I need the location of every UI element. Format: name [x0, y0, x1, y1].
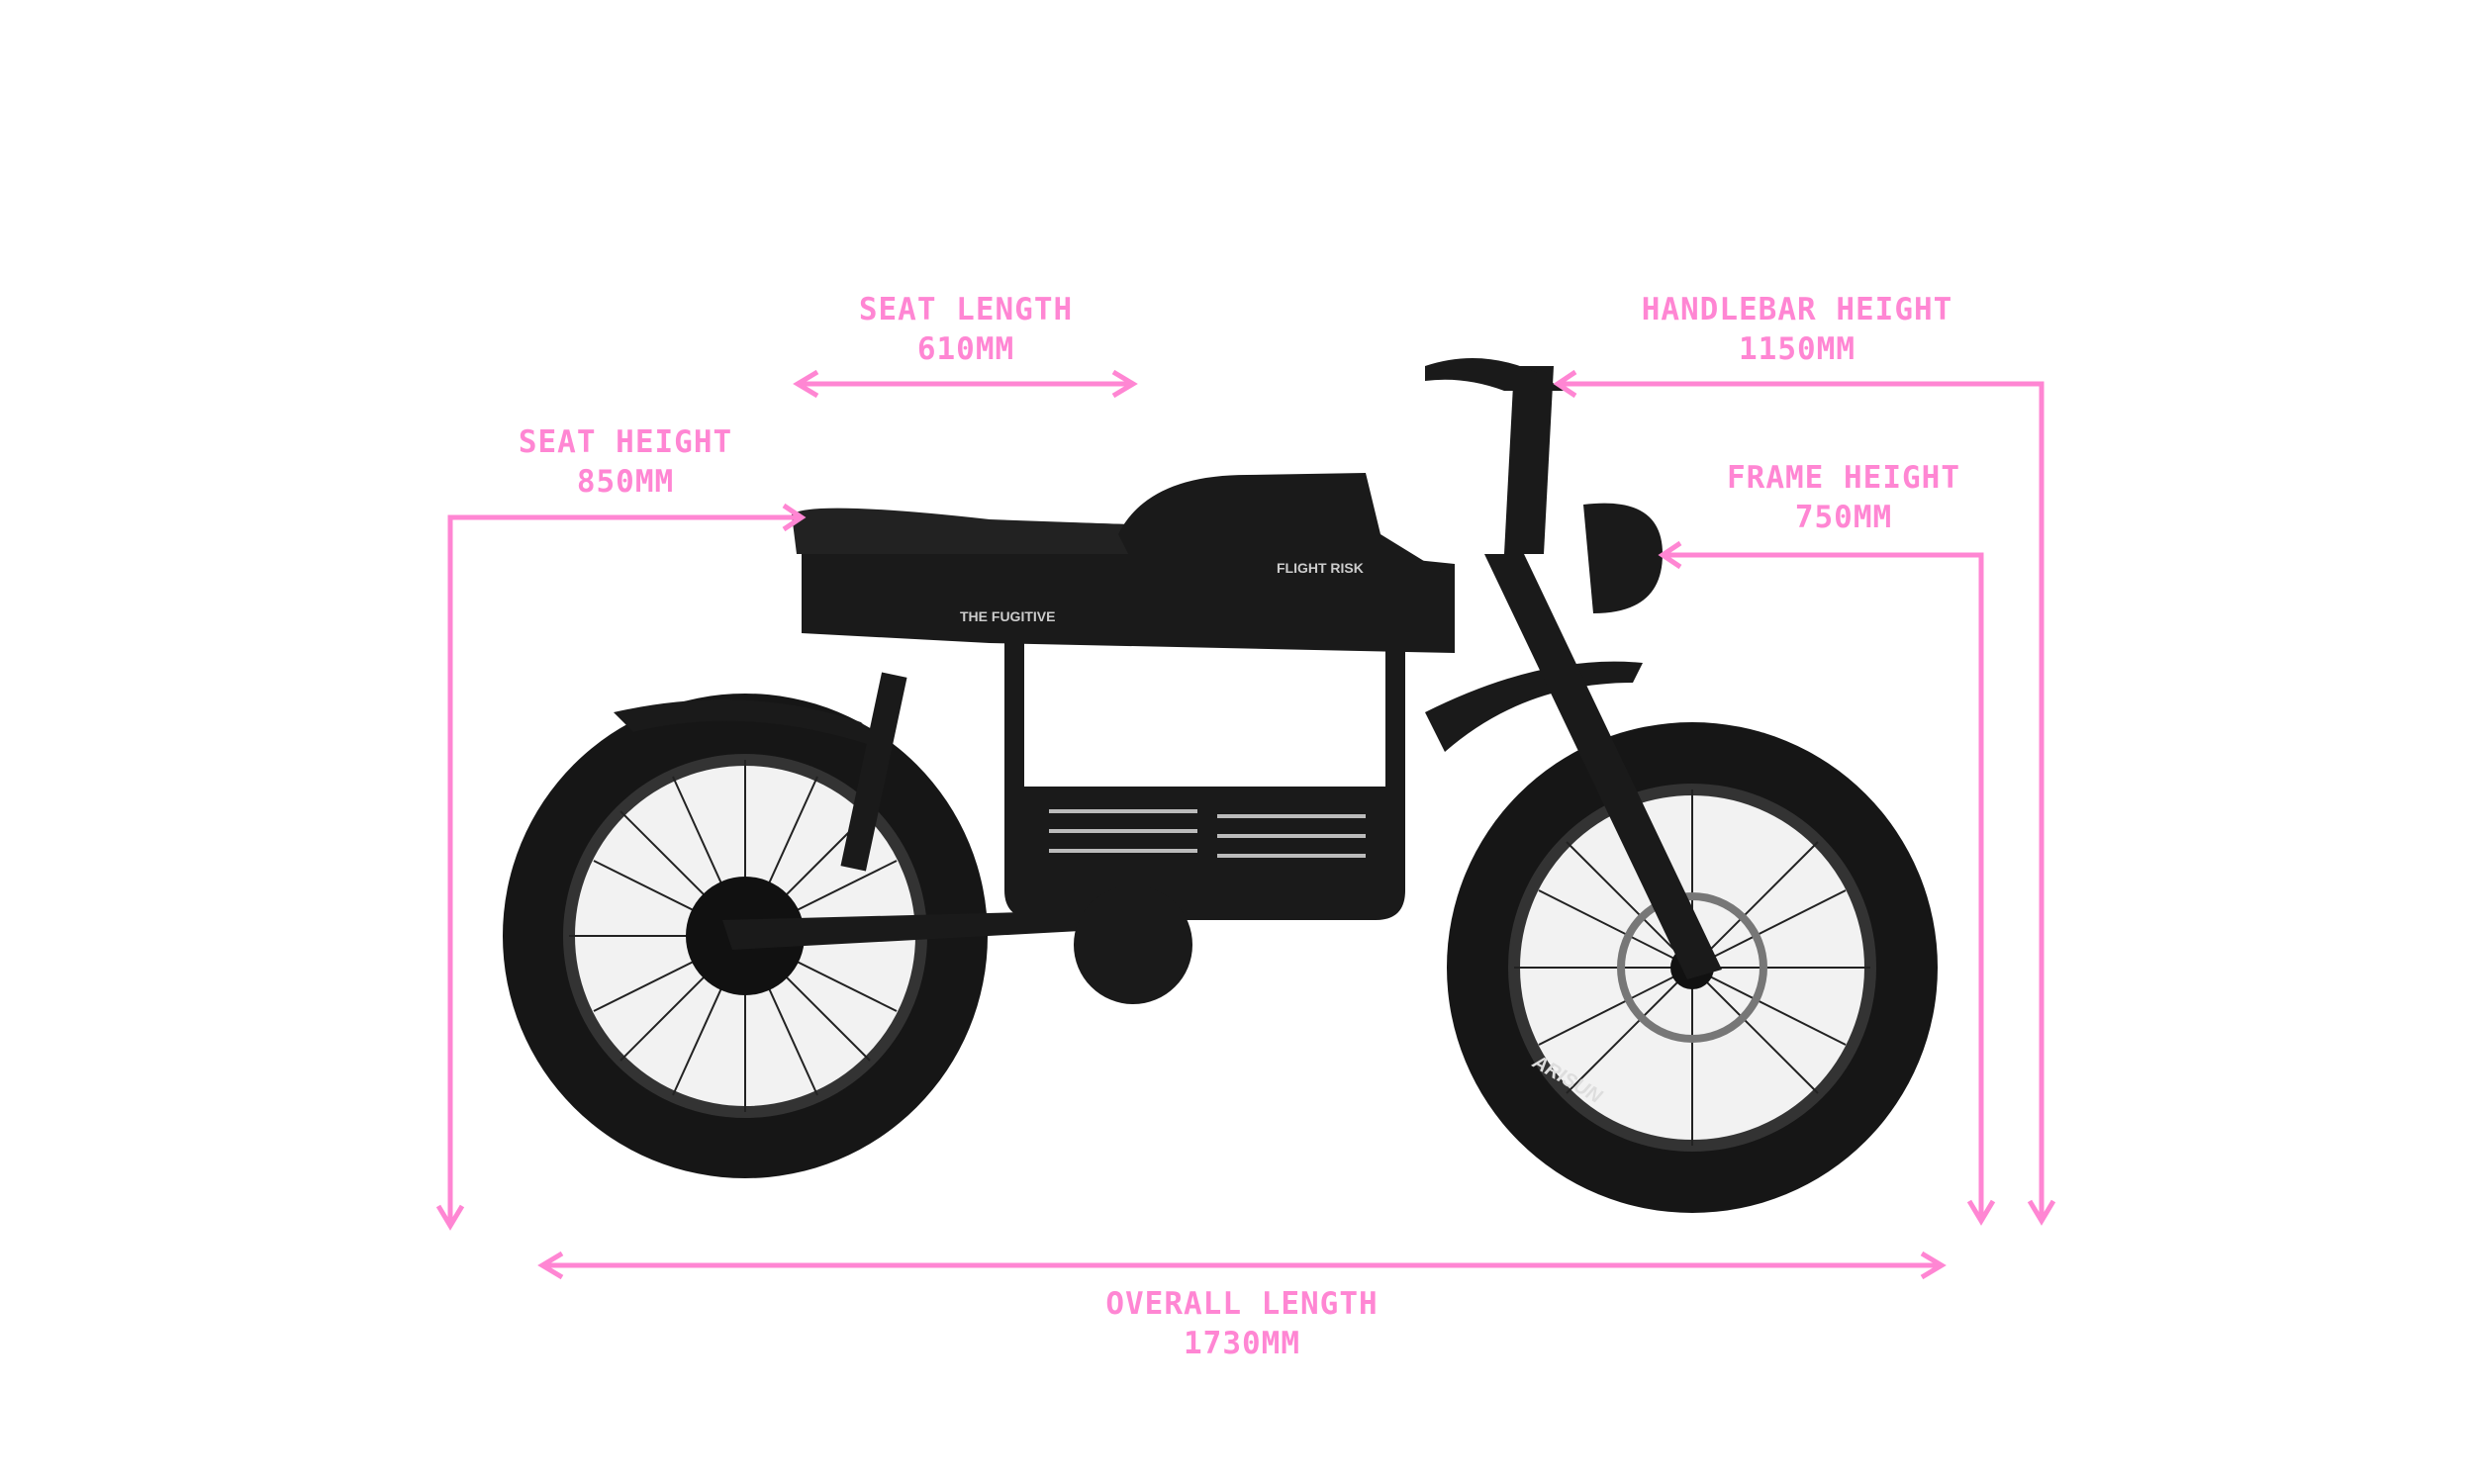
- dimension-name: SEAT LENGTH: [858, 292, 1074, 327]
- seat-length-label: SEAT LENGTH 610MM: [859, 290, 1073, 369]
- frame-height-label: FRAME HEIGHT 750MM: [1727, 458, 1960, 537]
- dimension-value: 610MM: [916, 331, 1015, 367]
- bike-frame: [614, 358, 1722, 1004]
- frame-height-arrow: [1658, 540, 1996, 1226]
- dimension-value: 1150MM: [1739, 331, 1856, 367]
- dimension-name: FRAME HEIGHT: [1727, 460, 1960, 496]
- seat-height-label: SEAT HEIGHT 850MM: [519, 422, 732, 502]
- dimension-value: 850MM: [576, 464, 675, 500]
- dimension-value: 1730MM: [1184, 1326, 1300, 1361]
- overall-length-arrow: [537, 1251, 1947, 1280]
- overall-length-label: OVERALL LENGTH 1730MM: [1105, 1284, 1378, 1363]
- handlebar-height-arrow: [1553, 369, 2056, 1226]
- seat-length-arrow: [793, 369, 1138, 399]
- model-decal: THE FUGITIVE: [960, 608, 1056, 624]
- handlebar-height-label: HANDLEBAR HEIGHT 1150MM: [1642, 290, 1953, 369]
- dimension-arrows: [435, 369, 2056, 1280]
- brand-decal: FLIGHT RISK: [1277, 560, 1364, 576]
- seat-height-arrow: [435, 503, 807, 1231]
- dimension-value: 750MM: [1794, 500, 1893, 535]
- dimension-name: SEAT HEIGHT: [518, 424, 733, 460]
- dimension-name: OVERALL LENGTH: [1105, 1286, 1379, 1322]
- dimension-name: HANDLEBAR HEIGHT: [1641, 292, 1953, 327]
